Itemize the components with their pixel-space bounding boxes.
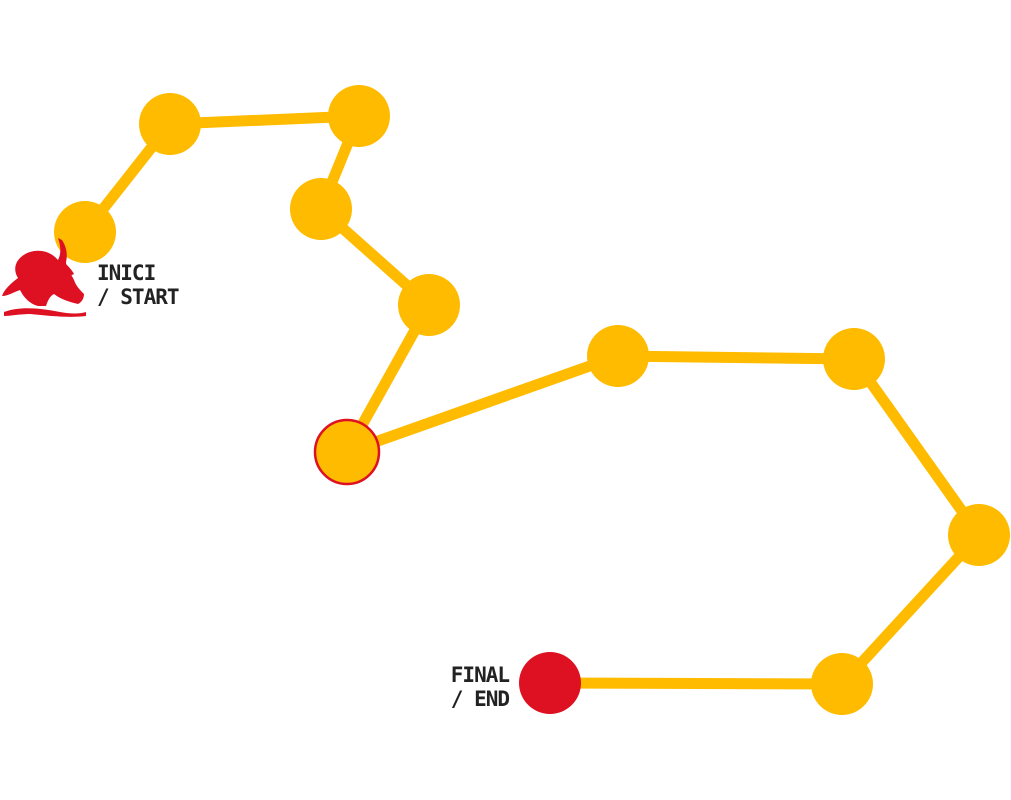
route-stop xyxy=(290,178,352,240)
start-label-line2: / START xyxy=(97,285,179,309)
route-stop xyxy=(328,85,390,147)
route-path xyxy=(79,110,985,690)
route-segment xyxy=(612,350,860,365)
highlighted-stop xyxy=(313,418,381,486)
end-label-line1: FINAL xyxy=(451,663,510,687)
route-stop xyxy=(398,274,460,336)
route-segment xyxy=(836,529,985,690)
route-stop xyxy=(811,653,873,715)
start-stop xyxy=(54,201,116,263)
route-stop xyxy=(139,93,201,155)
route-segment xyxy=(164,110,365,130)
route-segment xyxy=(341,350,624,458)
route-stops xyxy=(54,85,1010,715)
route-segment xyxy=(544,677,848,690)
route-stop xyxy=(948,504,1010,566)
route-stop xyxy=(823,328,885,390)
start-label-line1: INICI xyxy=(97,261,155,285)
end-stop xyxy=(519,652,581,714)
elephant-icon xyxy=(2,238,86,317)
end-label-line2: / END xyxy=(451,687,510,711)
route-stop xyxy=(587,325,649,387)
route-segment xyxy=(848,353,985,541)
